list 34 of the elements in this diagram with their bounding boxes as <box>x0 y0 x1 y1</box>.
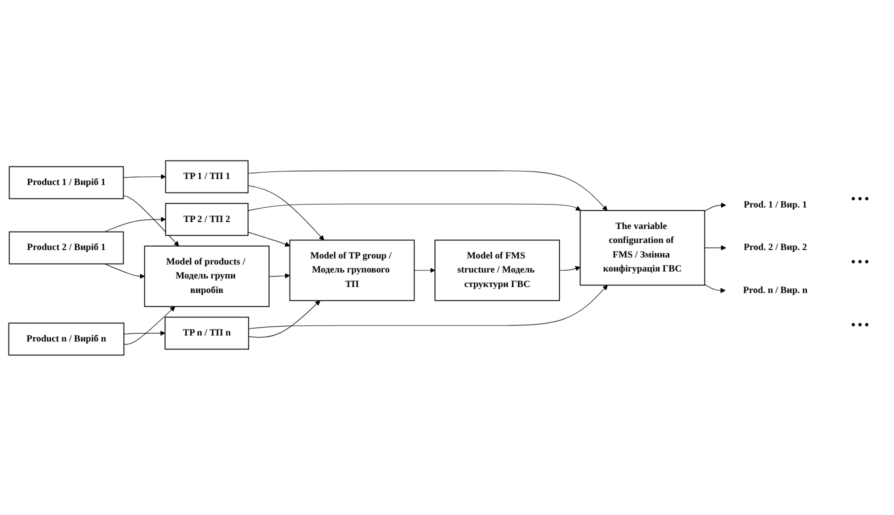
arrow <box>414 267 436 273</box>
arrow <box>559 266 580 271</box>
arrow <box>248 284 608 329</box>
node-box: TP 1 / ТП 1 <box>165 160 249 193</box>
arrow <box>104 263 145 278</box>
node-box: Product 2 / Виріб 1 <box>8 230 124 264</box>
node-box: The variable configuration of FMS / Змінна конфігурація ГВС <box>580 210 706 286</box>
arrow <box>248 184 324 240</box>
node-box: TP 2 / ТП 2 <box>165 202 249 236</box>
arrow <box>704 202 726 212</box>
node-box: Product n / Виріб n <box>8 322 124 356</box>
node-text: Prod. 2 / Вир. 2 <box>744 242 807 252</box>
arrow <box>248 300 320 338</box>
arrow <box>704 284 726 293</box>
arrow <box>124 330 166 336</box>
ellipsis-text: … <box>849 183 871 206</box>
arrow <box>123 194 180 246</box>
arrow <box>248 203 581 211</box>
node-text: Prod. n / Вир. n <box>743 284 808 295</box>
ellipsis-text: … <box>849 246 871 269</box>
arrow <box>268 272 290 278</box>
arrow <box>104 216 166 232</box>
arrow <box>248 231 290 246</box>
arrow <box>123 174 166 179</box>
node-box: Model of TP group / Модель групового ТП <box>289 239 415 301</box>
arrow <box>248 170 608 210</box>
ellipsis-text: … <box>849 309 871 332</box>
arrow <box>124 306 176 344</box>
node-text: Prod. 1 / Вир. 1 <box>744 199 807 210</box>
arrow <box>704 244 726 250</box>
node-box: Model of products / Модель групи виробів <box>144 245 270 307</box>
node-box: TP n / ТП n <box>164 316 250 350</box>
node-box: Product 1 / Виріб 1 <box>8 166 124 199</box>
node-box: Model of FMS structure / Модель структури ГВС <box>434 239 560 301</box>
